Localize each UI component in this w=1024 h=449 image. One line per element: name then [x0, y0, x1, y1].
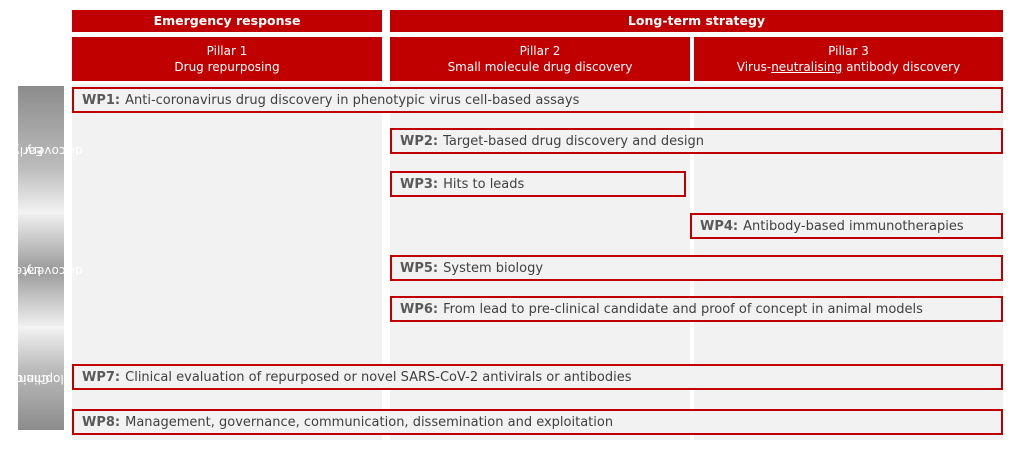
wp1-title: Anti-coronavirus drug discovery in pheno… [125, 92, 580, 108]
wp7-title: Clinical evaluation of repurposed or nov… [125, 369, 632, 385]
wp2-box: WP2: Target-based drug discovery and des… [390, 128, 1003, 154]
wp7-code: WP7: [82, 369, 121, 385]
pillar-1-number: Pillar 1 [206, 44, 248, 58]
pillar-3-header: Pillar 3 Virus-neutralising antibody dis… [694, 37, 1003, 81]
pillar-2-name: Small molecule drug discovery [447, 60, 633, 74]
wp8-code: WP8: [82, 414, 121, 430]
pillar-3-name-suffix: antibody discovery [842, 60, 961, 74]
wp1-code: WP1: [82, 92, 121, 108]
wp6-code: WP6: [400, 301, 439, 317]
pillar-1-header: Pillar 1 Drug repurposing [72, 37, 382, 81]
wp4-code: WP4: [700, 218, 739, 234]
pillar-3-number: Pillar 3 [828, 44, 869, 58]
pillar-2-number: Pillar 2 [519, 44, 561, 58]
pillar-3-name: Virus-neutralising antibody discovery [737, 59, 960, 75]
long-term-strategy-header: Long-term strategy [390, 10, 1003, 32]
wp7-box: WP7: Clinical evaluation of repurposed o… [72, 364, 1003, 390]
wp2-code: WP2: [400, 133, 439, 149]
long-term-strategy-label: Long-term strategy [627, 13, 766, 28]
wp4-title: Antibody-based immunotherapies [743, 218, 964, 234]
wp3-code: WP3: [400, 176, 439, 192]
wp6-box: WP6: From lead to pre-clinical candidate… [390, 296, 1003, 322]
pillar-2-header: Pillar 2 Small molecule drug discovery [390, 37, 690, 81]
emergency-response-label: Emergency response [153, 13, 301, 28]
pillar-3-name-prefix: Virus- [736, 60, 772, 74]
wp1-box: WP1: Anti-coronavirus drug discovery in … [72, 87, 1003, 113]
wp8-title: Management, governance, communication, d… [125, 414, 614, 430]
wp3-title: Hits to leads [443, 176, 525, 192]
pillar-1-name: Drug repurposing [174, 60, 280, 74]
wp5-box: WP5: System biology [390, 255, 1003, 281]
emergency-response-header: Emergency response [72, 10, 382, 32]
wp4-box: WP4: Antibody-based immunotherapies [690, 213, 1003, 239]
wp5-code: WP5: [400, 260, 439, 276]
wp6-title: From lead to pre-clinical candidate and … [443, 301, 923, 317]
wp2-title: Target-based drug discovery and design [443, 133, 704, 149]
wp3-box: WP3: Hits to leads [390, 171, 686, 197]
pillar-3-name-underlined: neutralising [771, 60, 843, 74]
wp5-title: System biology [443, 260, 544, 276]
wp8-box: WP8: Management, governance, communicati… [72, 409, 1003, 435]
